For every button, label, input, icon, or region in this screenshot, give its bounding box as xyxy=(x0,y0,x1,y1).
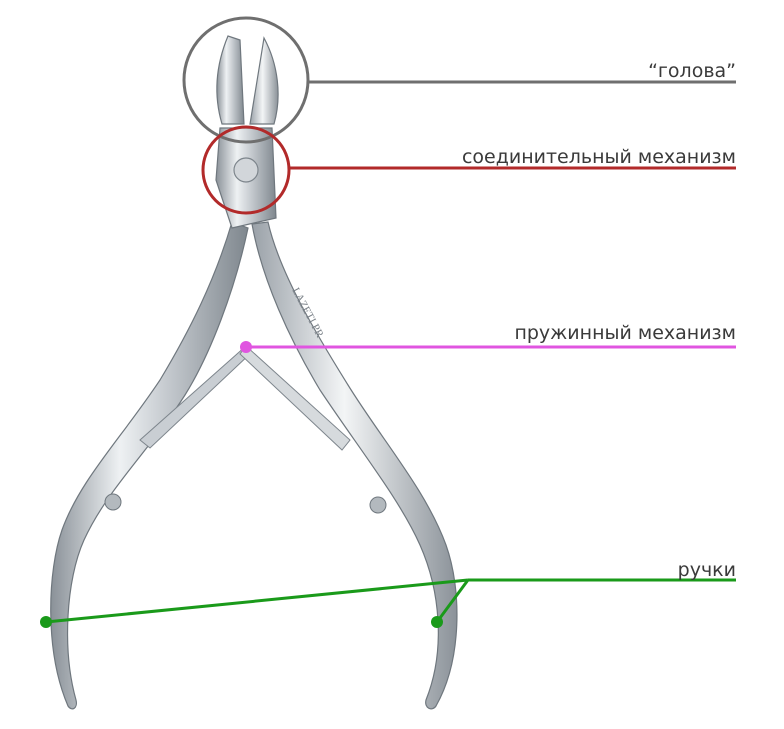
handles-left-dot xyxy=(40,616,52,628)
handles-leader-right-branch xyxy=(435,579,470,623)
handles-leader-left-branch xyxy=(45,578,469,624)
right-handle xyxy=(251,221,458,710)
head-callout-circle xyxy=(182,16,310,144)
left-handle xyxy=(50,221,249,710)
joint-mechanism-label: соединительный механизм xyxy=(461,146,736,168)
right-spring-rivet xyxy=(369,496,387,514)
left-jaw xyxy=(216,35,245,125)
handles-label: ручки xyxy=(677,559,736,581)
spring-marker-dot xyxy=(240,341,252,353)
spring-mechanism-label: пружинный механизм xyxy=(514,322,736,344)
left-spring-rivet xyxy=(104,493,122,511)
head-label: “голова” xyxy=(648,60,736,82)
right-jaw xyxy=(249,36,279,125)
joint-callout-circle xyxy=(201,125,291,215)
joint-pivot xyxy=(233,157,259,183)
handles-right-dot xyxy=(431,616,443,628)
